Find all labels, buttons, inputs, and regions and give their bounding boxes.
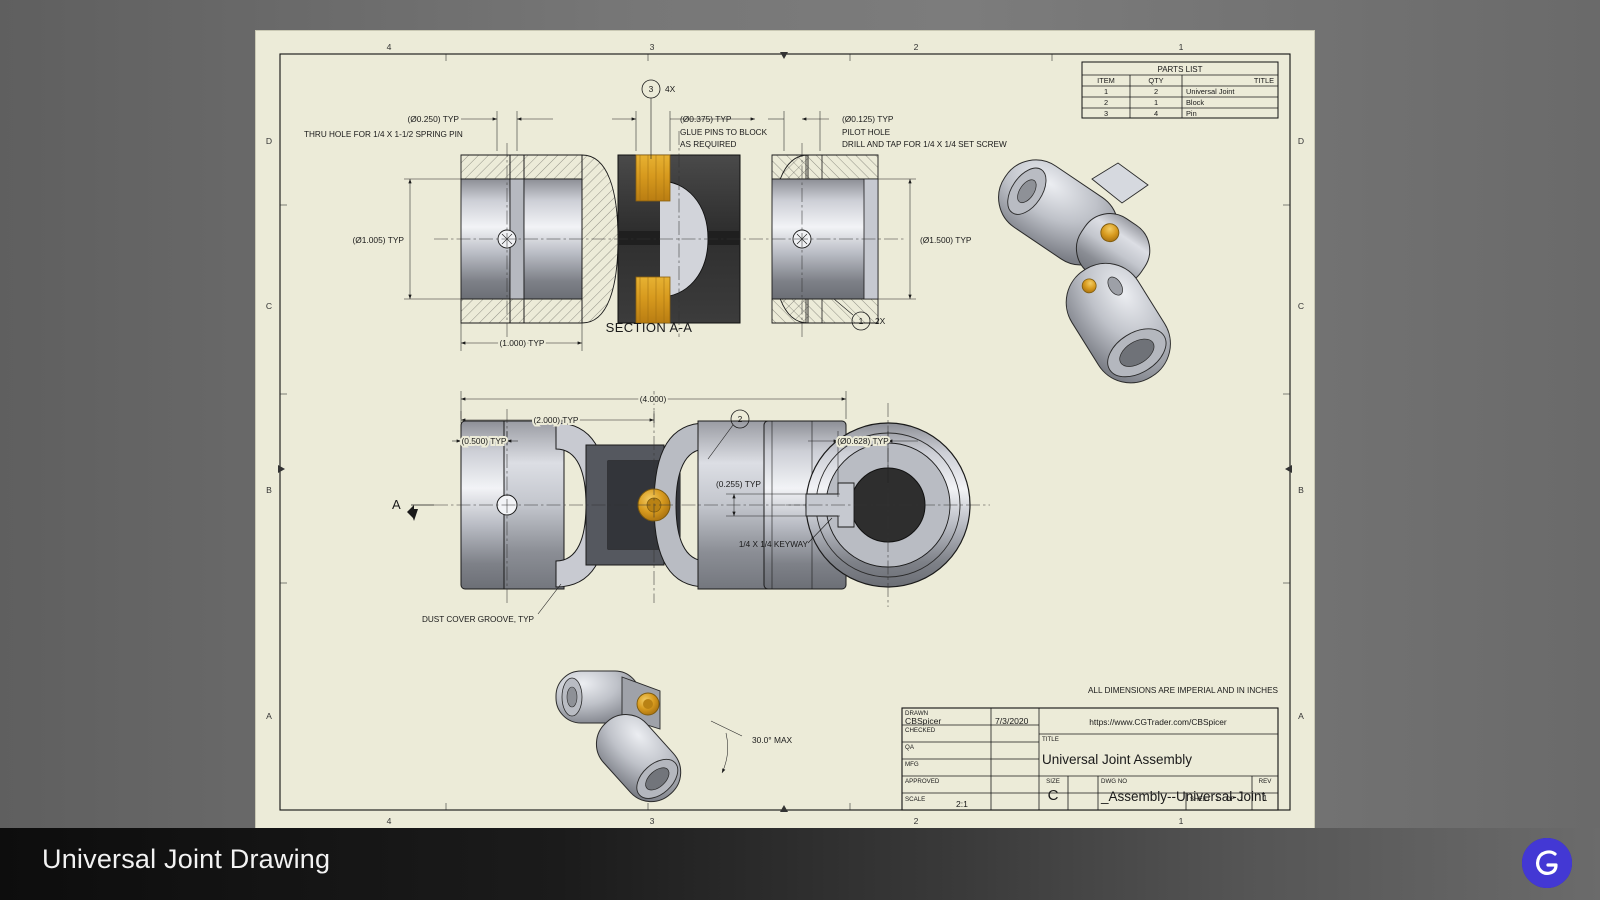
zone-top-2: 2: [914, 42, 919, 52]
balloon-3-qty: 4X: [665, 84, 676, 94]
note-glue-pin-2: AS REQUIRED: [680, 140, 737, 149]
dim-section-length: (1.000) TYP: [500, 338, 545, 348]
front-view-annotations: (4.000) (2.000) TYP (0.500) TYP: [392, 391, 911, 624]
iso-view-top-right: [998, 159, 1171, 384]
zone-right-a: A: [1298, 711, 1304, 721]
drawing-canvas: 4 3 2 1 4 3 2 1 D C B A D C B A: [266, 42, 1304, 826]
label-dwg-no: DWG NO: [1101, 778, 1127, 785]
value-drawn-by: CBSpicer: [905, 716, 941, 726]
value-size: C: [1048, 787, 1059, 804]
parts-row-2-qty: 1: [1154, 98, 1158, 107]
dim-bore-dia: (Ø1.005) TYP: [352, 235, 404, 245]
label-title: TITLE: [1042, 736, 1059, 743]
section-aa-geometry: [434, 131, 906, 337]
parts-row-2-item: 2: [1104, 98, 1108, 107]
label-scale: SCALE: [905, 796, 925, 803]
zone-bottom-1: 1: [1179, 816, 1184, 826]
cgtrader-logo-icon[interactable]: [1522, 838, 1572, 888]
dim-thru-hole-dia: (Ø0.250) TYP: [407, 114, 459, 124]
dim-outer-dia: (Ø1.500) TYP: [920, 235, 972, 245]
dim-overall-length: (4.000): [640, 394, 667, 404]
note-keyway: 1/4 X 1/4 KEYWAY: [739, 540, 809, 549]
dim-glue-pin-dia: (Ø0.375) TYP: [680, 114, 732, 124]
section-aa-annotations: (Ø0.250) TYP THRU HOLE FOR 1/4 X 1-1/2 S…: [304, 79, 1007, 351]
parts-row-1-item: 1: [1104, 87, 1108, 96]
value-drawn-date: 7/3/2020: [995, 716, 1029, 726]
parts-row-3-qty: 4: [1154, 109, 1158, 118]
zone-bottom-2: 2: [914, 816, 919, 826]
zone-bottom-3: 3: [650, 816, 655, 826]
zone-bottom-4: 4: [387, 816, 392, 826]
parts-list-col-title: TITLE: [1254, 76, 1274, 85]
zone-top-4: 4: [387, 42, 392, 52]
note-dust-cover-groove: DUST COVER GROOVE, TYP: [422, 615, 535, 624]
label-mfg: MFG: [905, 761, 919, 768]
section-cut-left: A: [392, 497, 434, 521]
label-sheet-of: OF: [1226, 796, 1235, 803]
parts-list-col-item: ITEM: [1097, 76, 1115, 85]
parts-row-3-item: 3: [1104, 109, 1108, 118]
zone-left-d: D: [266, 136, 272, 146]
label-approved: APPROVED: [905, 778, 940, 785]
caption-bar: Universal Joint Drawing: [0, 828, 1600, 900]
end-view-annotations: (Ø0.628) TYP (0.255) TYP 1/4 X 1/4 KEYWA…: [716, 431, 918, 549]
dim-pilot-hole-dia: (Ø0.125) TYP: [842, 114, 894, 124]
label-rev: REV: [1259, 778, 1273, 785]
value-author-url: https://www.CGTrader.com/CBSpicer: [1089, 717, 1227, 727]
section-letter-left: A: [392, 497, 401, 512]
caption-title: Universal Joint Drawing: [42, 844, 331, 874]
label-drawn: DRAWN: [905, 710, 928, 717]
label-checked: CHECKED: [905, 727, 936, 734]
iso-angle-view: 30.0° MAX: [555, 670, 793, 803]
value-dwg-no: _Assembly--Universal-Joint: [1100, 789, 1266, 804]
dim-keyway-depth: (0.255) TYP: [716, 479, 761, 489]
balloon-1-qty: 2X: [875, 316, 886, 326]
parts-row-2-title: Block: [1186, 98, 1204, 107]
value-rev: 1: [1263, 793, 1268, 803]
note-pilot-hole-1: PILOT HOLE: [842, 128, 891, 137]
value-drawing-title: Universal Joint Assembly: [1042, 752, 1192, 767]
zone-left-a: A: [266, 711, 272, 721]
cgtrader-glyph: [1522, 838, 1572, 888]
parts-list-title: PARTS LIST: [1157, 65, 1202, 74]
title-block: DRAWN CBSpicer 7/3/2020 CHECKED QA MFG A…: [901, 707, 1279, 811]
label-sheet: SHEET: [1190, 796, 1211, 803]
general-dimensions-note: ALL DIMENSIONS ARE IMPERIAL AND IN INCHE…: [1088, 686, 1279, 695]
zone-right-b: B: [1298, 485, 1304, 495]
zone-top-1: 1: [1179, 42, 1184, 52]
zone-right-c: C: [1298, 301, 1304, 311]
zone-top-3: 3: [650, 42, 655, 52]
value-sheet-number: 1: [1216, 796, 1220, 803]
label-size: SIZE: [1046, 778, 1060, 785]
dim-keyway-width: (Ø0.628) TYP: [837, 436, 889, 446]
note-pilot-hole-2: DRILL AND TAP FOR 1/4 X 1/4 SET SCREW: [842, 140, 1007, 149]
drawing-sheet: 4 3 2 1 4 3 2 1 D C B A D C B A: [256, 31, 1314, 833]
zone-right-d: D: [1298, 136, 1304, 146]
balloon-2: 2: [738, 414, 743, 424]
balloon-1: 1: [859, 316, 864, 326]
parts-row-1-title: Universal Joint: [1186, 87, 1234, 96]
dim-max-angle: 30.0° MAX: [752, 735, 793, 745]
parts-list-table: PARTS LIST ITEM QTY TITLE 1 2 Universal …: [1081, 61, 1279, 119]
balloon-3: 3: [649, 84, 654, 94]
note-thru-hole: THRU HOLE FOR 1/4 X 1-1/2 SPRING PIN: [304, 130, 463, 139]
dim-half-length: (2.000) TYP: [534, 415, 579, 425]
section-aa-label: SECTION A-A: [606, 320, 693, 335]
zone-markers: 4 3 2 1 4 3 2 1 D C B A D C B A: [266, 42, 1304, 826]
zone-left-c: C: [266, 301, 272, 311]
note-glue-pin-1: GLUE PINS TO BLOCK: [680, 128, 768, 137]
parts-row-1-qty: 2: [1154, 87, 1158, 96]
value-scale: 2:1: [956, 799, 968, 809]
value-sheet-total: 1: [1240, 796, 1244, 803]
dim-short-length: (0.500) TYP: [462, 436, 507, 446]
parts-row-3-title: Pin: [1186, 109, 1197, 118]
parts-list-col-qty: QTY: [1148, 76, 1163, 85]
label-qa: QA: [905, 744, 915, 751]
zone-left-b: B: [266, 485, 272, 495]
